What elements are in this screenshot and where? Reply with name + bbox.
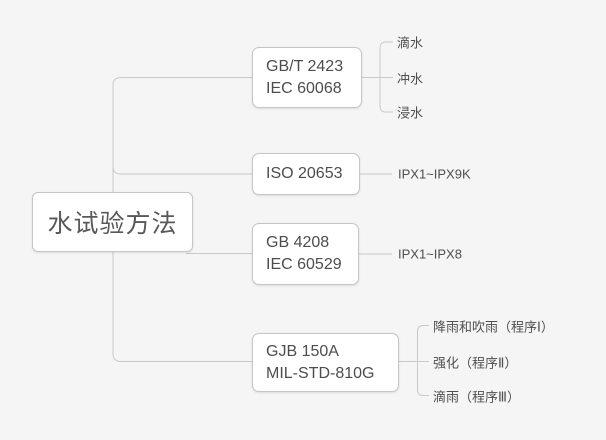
leaf-ipx1-ipx9k[interactable]: IPX1~IPX9K <box>398 166 471 182</box>
node-label-line: ISO 20653 <box>266 165 343 182</box>
node-label-line: GB/T 2423 <box>266 57 344 75</box>
node-label: 水试验方法 <box>47 210 178 238</box>
leaf-drip-rain-procedure-3[interactable]: 滴雨（程序Ⅲ） <box>433 389 520 404</box>
connector-gjb150a-children-spine <box>417 325 429 396</box>
leaf-flush-water[interactable]: 冲水 <box>397 71 424 86</box>
node-label-line: GJB 150A <box>266 342 339 360</box>
node-root-water-test-methods[interactable]: 水试验方法 <box>32 192 193 252</box>
node-gbt2423-iec60068[interactable]: GB/T 2423 IEC 60068 <box>252 47 362 108</box>
connector-gbt2423-children-spine <box>379 41 393 113</box>
node-label-line: IEC 60068 <box>266 79 342 97</box>
leaf-intensified-procedure-2[interactable]: 强化（程序Ⅱ） <box>433 355 518 370</box>
node-iso20653[interactable]: ISO 20653 <box>252 153 360 195</box>
node-gb4208-iec60529[interactable]: GB 4208 IEC 60529 <box>252 223 359 285</box>
node-gjb150a-milstd810g[interactable]: GJB 150A MIL-STD-810G <box>252 333 399 392</box>
node-label-line: IEC 60529 <box>266 256 342 273</box>
leaf-rain-blowing-rain-procedure-1[interactable]: 降雨和吹雨（程序Ⅰ） <box>433 319 554 335</box>
node-label-line: GB 4208 <box>266 234 330 251</box>
leaf-ipx1-ipx8[interactable]: IPX1~IPX8 <box>398 246 462 262</box>
node-label-line: MIL-STD-810G <box>266 364 375 382</box>
leaf-immersion-water[interactable]: 浸水 <box>397 105 424 121</box>
connector-root-to-iso20653 <box>112 165 252 175</box>
leaf-drip-water[interactable]: 滴水 <box>397 35 424 51</box>
